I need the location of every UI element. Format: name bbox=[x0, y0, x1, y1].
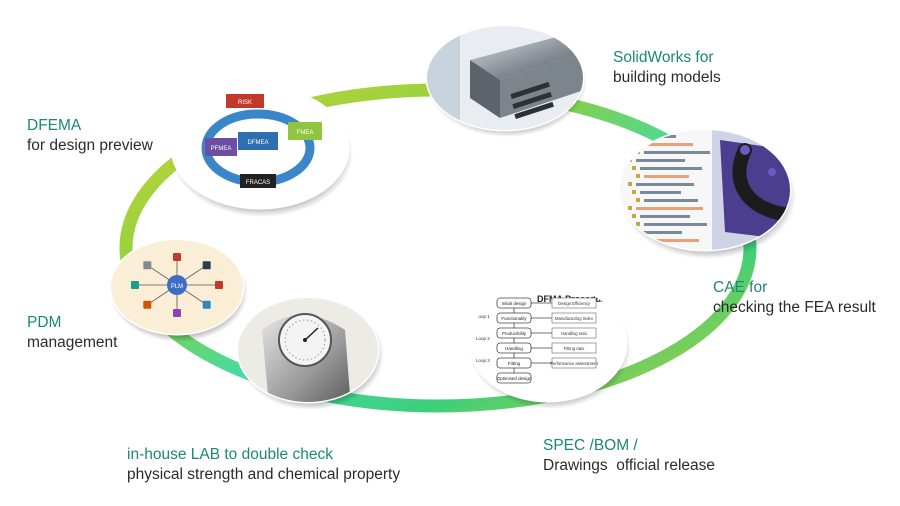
flow-box: Fitting Performance assessment bbox=[496, 357, 599, 373]
tree-node-icon bbox=[636, 198, 640, 202]
tree-row bbox=[640, 191, 681, 194]
tree-node-icon bbox=[636, 222, 640, 226]
tree-node-icon bbox=[628, 182, 632, 186]
cae-title: CAE for bbox=[713, 279, 768, 296]
flow-box: Functionality Manufacturing Index bbox=[496, 312, 597, 328]
flow-loop-label: Loop 2 bbox=[476, 336, 490, 341]
pdm-module-icon bbox=[173, 309, 181, 317]
lab-node bbox=[236, 296, 384, 410]
lab-label: in-house LAB to double check physical st… bbox=[127, 445, 400, 485]
tree-node-icon bbox=[628, 206, 632, 210]
hardness-gauge-icon bbox=[238, 298, 378, 402]
dfema-title: DFEMA bbox=[27, 117, 82, 134]
flow-box: Optimised design bbox=[496, 372, 532, 384]
tree-node-icon bbox=[632, 142, 636, 146]
dfmea-cycle-icon: RISK DFMEA PFMEA FMEA FRACAS bbox=[201, 94, 322, 188]
tree-row bbox=[636, 183, 694, 186]
flow-box-label: Initial design bbox=[501, 301, 527, 306]
spec-subtitle: Drawings official release bbox=[543, 457, 716, 474]
dfema-label: DFEMA for design preview bbox=[27, 116, 153, 156]
flow-box-label: Producibility bbox=[502, 331, 527, 336]
dfema-node: RISK DFMEA PFMEA FMEA FRACAS bbox=[170, 86, 353, 217]
cae-node bbox=[618, 128, 796, 259]
lab-subtitle: physical strength and chemical property bbox=[127, 466, 401, 483]
flow-box: Producibility Handling ratio bbox=[496, 327, 597, 343]
dfmea-cycle-label: PFMEA bbox=[211, 146, 232, 152]
dfema-subtitle: for design preview bbox=[27, 137, 153, 154]
flow-loop-label: Loop 1 bbox=[476, 314, 490, 319]
pdm-node: PLM bbox=[109, 238, 248, 342]
tree-row bbox=[644, 199, 698, 202]
flow-note-label: Handling ratio bbox=[561, 331, 588, 336]
pdm-module-icon bbox=[131, 281, 139, 289]
pdm-module-icon bbox=[173, 253, 181, 261]
flow-box-label: Functionality bbox=[501, 316, 527, 321]
flow-box: Initial design Design Efficiency bbox=[496, 297, 597, 313]
tree-row bbox=[636, 159, 685, 162]
tree-row bbox=[640, 167, 702, 170]
flow-box-label: Handling bbox=[505, 346, 523, 351]
tree-node-icon bbox=[628, 134, 632, 138]
tree-node-icon bbox=[636, 174, 640, 178]
tree-row bbox=[636, 207, 703, 210]
spec-label: SPEC /BOM / Drawings official release bbox=[543, 436, 715, 476]
dfmea-cycle-label: RISK bbox=[238, 100, 252, 106]
flow-box-label: Optimised design bbox=[497, 376, 532, 381]
pdm-subtitle: management bbox=[27, 334, 118, 351]
tree-row bbox=[640, 143, 693, 146]
flow-note-label: Design Efficiency bbox=[558, 301, 591, 306]
flow-note-label: Performance assessment bbox=[550, 361, 598, 366]
solidworks-subtitle: building models bbox=[613, 69, 721, 86]
tree-node-icon bbox=[628, 230, 632, 234]
tree-row bbox=[644, 223, 707, 226]
tree-row bbox=[640, 239, 699, 242]
tree-row bbox=[636, 231, 682, 234]
tree-row bbox=[644, 175, 689, 178]
lab-title: in-house LAB to double check bbox=[127, 446, 333, 463]
dfmea-cycle-label: FRACAS bbox=[246, 180, 270, 186]
cae-label: CAE for checking the FEA result bbox=[713, 278, 876, 318]
solidworks-title: SolidWorks for bbox=[613, 49, 714, 66]
pdm-module-icon bbox=[143, 300, 152, 309]
dfmea-cycle-label: FMEA bbox=[297, 130, 314, 136]
flow-note-label: Manufacturing Index bbox=[555, 316, 594, 321]
dfmea-cycle-label: DFMEA bbox=[248, 140, 269, 146]
solidworks-label: SolidWorks for building models bbox=[613, 48, 721, 88]
flow-box: Handling Fitting ratio bbox=[496, 342, 597, 358]
pdm-module-icon bbox=[202, 300, 211, 309]
flow-loop-label: Loop 3 bbox=[476, 358, 490, 363]
flow-note-label: Fitting ratio bbox=[564, 346, 585, 351]
pdm-module-icon bbox=[143, 261, 152, 270]
cae-subtitle: checking the FEA result bbox=[713, 299, 876, 316]
plm-hub-icon: PLM bbox=[111, 240, 243, 334]
plm-hub-label: PLM bbox=[171, 284, 183, 290]
pdm-module-icon bbox=[202, 261, 211, 270]
pdm-title: PDM bbox=[27, 314, 62, 331]
pdm-label: PDM management bbox=[27, 313, 117, 353]
solidworks-node bbox=[425, 24, 587, 137]
tree-node-icon bbox=[632, 214, 636, 218]
tree-node-icon bbox=[632, 238, 636, 242]
pdm-module-icon bbox=[215, 281, 223, 289]
spec-title: SPEC /BOM / bbox=[543, 437, 638, 454]
tree-row bbox=[640, 215, 690, 218]
tree-node-icon bbox=[632, 190, 636, 194]
flow-box-label: Fitting bbox=[508, 361, 521, 366]
tree-node-icon bbox=[632, 166, 636, 170]
tree-row bbox=[644, 151, 710, 154]
